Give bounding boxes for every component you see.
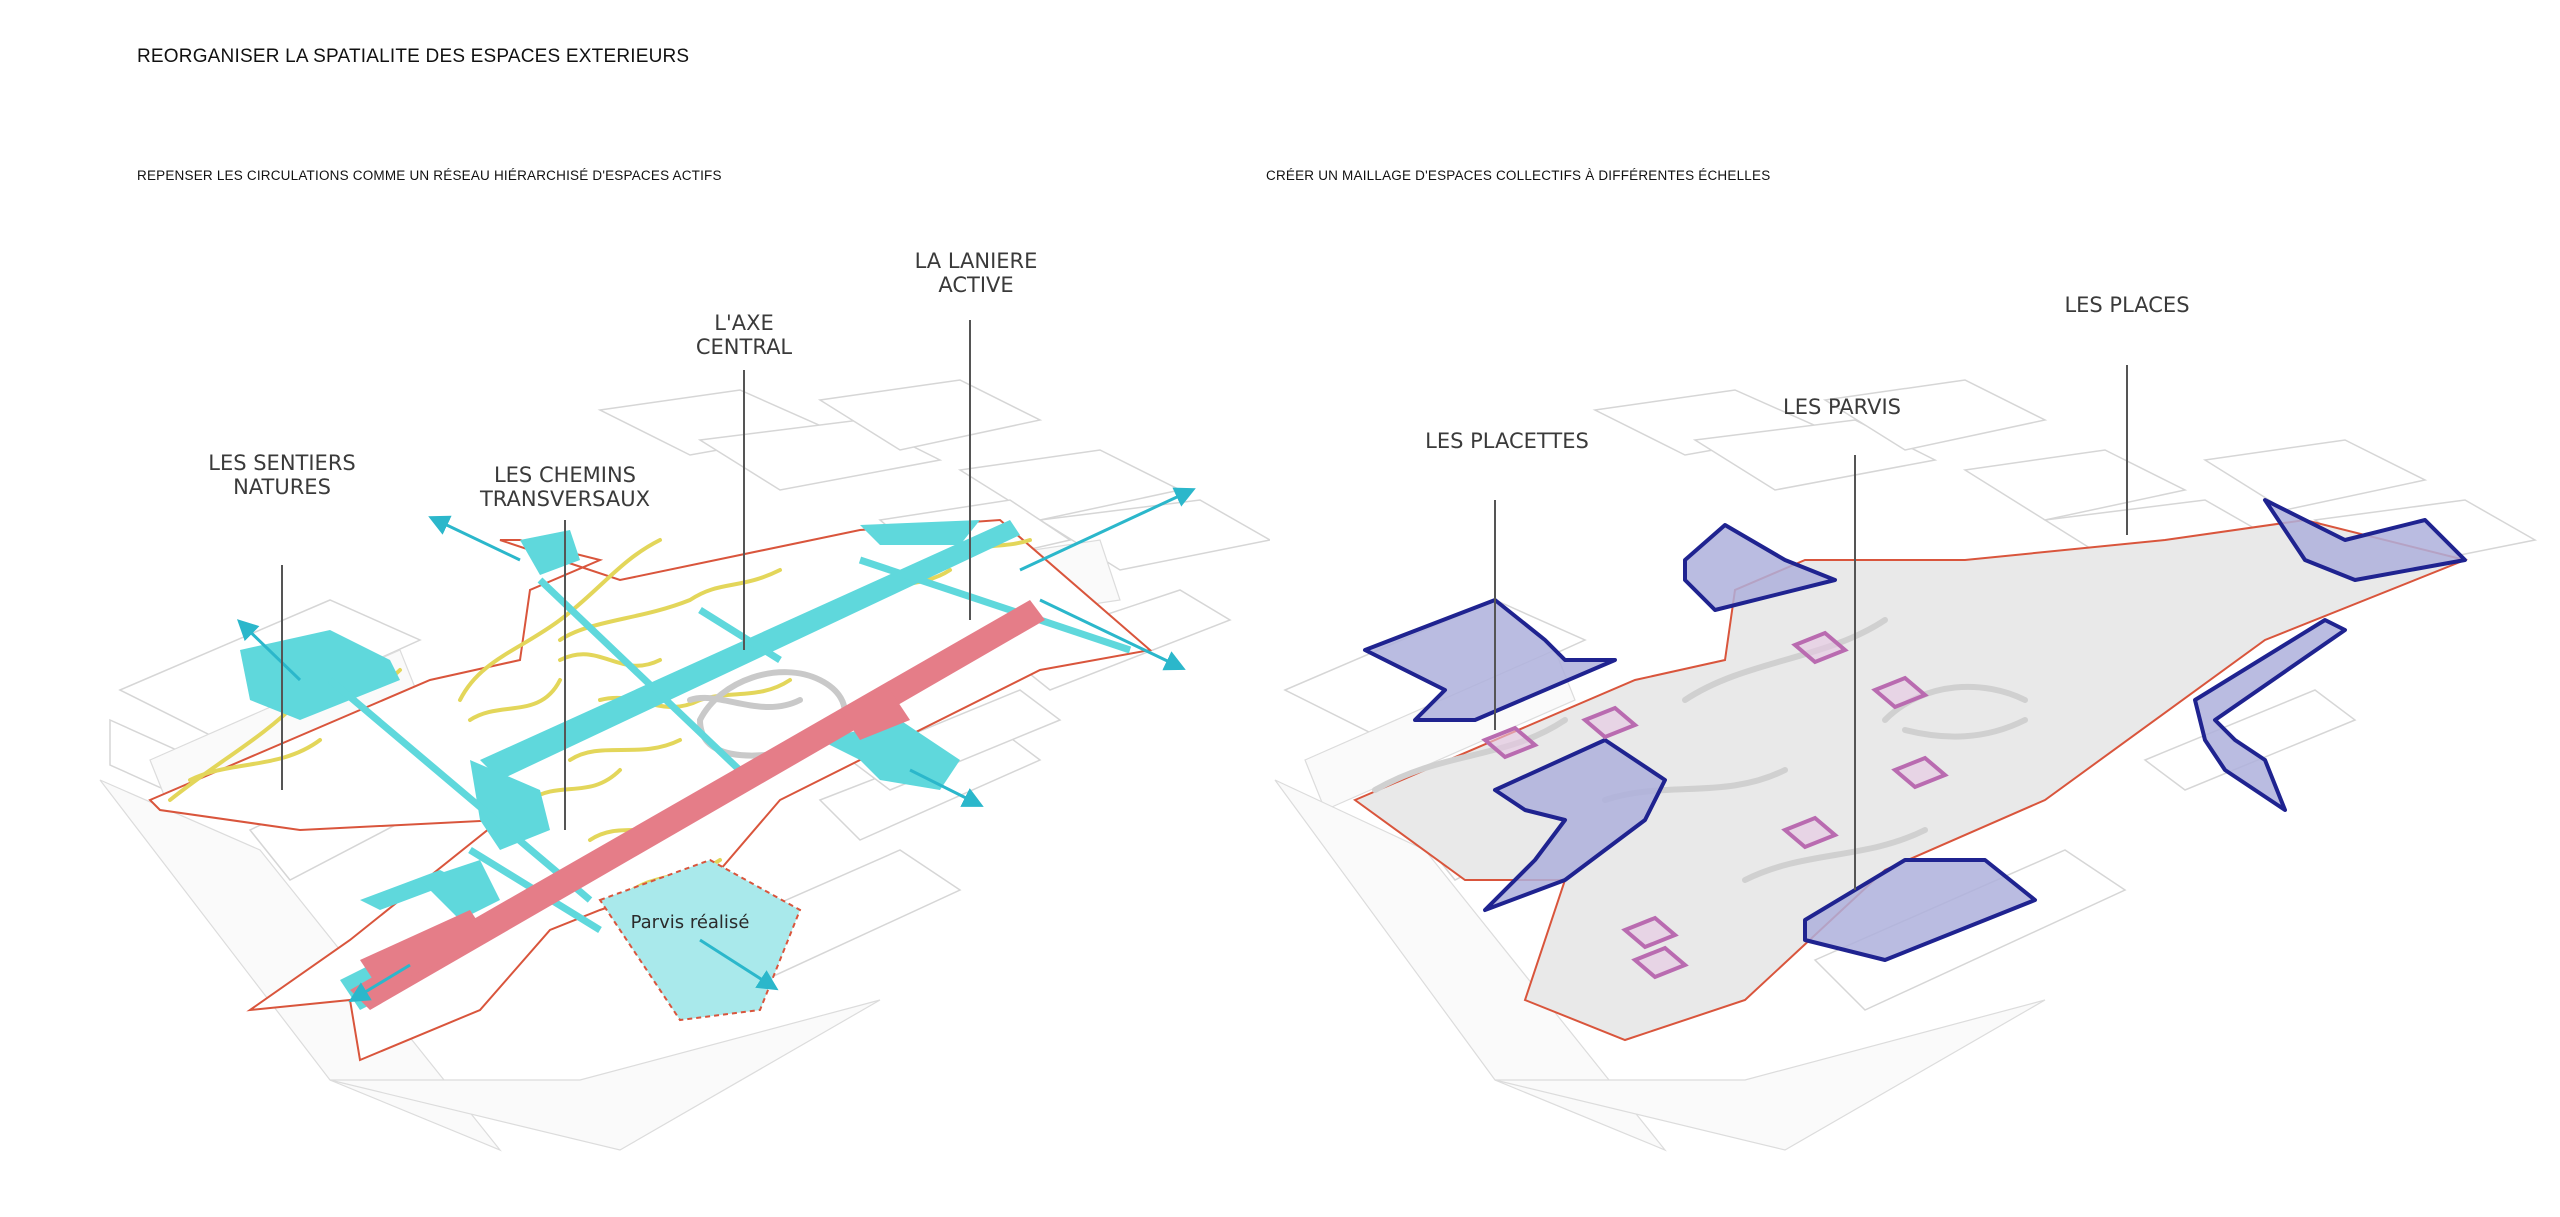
label-places: LES PLACES: [2064, 293, 2189, 317]
label-axe-line1: L'AXE: [714, 311, 774, 335]
label-laniere-line1: LA LANIERE: [915, 249, 1038, 273]
label-leaders: [281, 320, 971, 830]
parvis-realise-label: Parvis réalisé: [631, 912, 750, 933]
label-leaders: [1494, 365, 2128, 890]
page-title: REORGANISER LA SPATIALITE DES ESPACES EX…: [137, 46, 690, 67]
label-parvis: LES PARVIS: [1783, 395, 1901, 419]
placettes-areas: [1481, 630, 1949, 980]
collective-spaces-diagram: LES PLACETTES LES PARVIS LES PLACES: [1274, 293, 2538, 1152]
label-chemins-line1: LES CHEMINS: [494, 463, 636, 487]
label-sentiers-line2: NATURES: [233, 475, 331, 499]
left-panel-subtitle: REPENSER LES CIRCULATIONS COMME UN RÉSEA…: [137, 168, 722, 183]
right-panel-subtitle: CRÉER UN MAILLAGE D'ESPACES COLLECTIFS À…: [1266, 168, 1771, 183]
site-boundary: [148, 518, 1153, 1062]
circulation-network-diagram: Parvis réalisé LES SENTIERS NATURES LES …: [99, 249, 1270, 1152]
direction-arrows: [236, 487, 1196, 1003]
label-chemins-line2: TRANSVERSAUX: [479, 487, 650, 511]
label-sentiers-line1: LES SENTIERS: [208, 451, 356, 475]
label-axe-line2: CENTRAL: [696, 335, 793, 359]
ground-paths: [1372, 617, 2028, 883]
active-strip: [350, 600, 1045, 1010]
label-placettes: LES PLACETTES: [1425, 429, 1589, 453]
label-laniere-line2: ACTIVE: [938, 273, 1013, 297]
places-areas: [1363, 498, 2467, 962]
